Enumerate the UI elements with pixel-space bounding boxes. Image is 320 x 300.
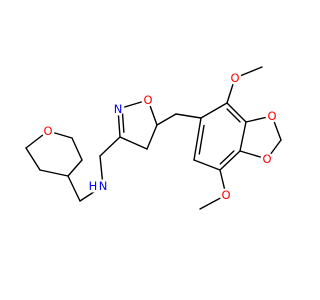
atom-bg-o_oxane	[41, 124, 55, 138]
bond-c_ar1-c_ar2	[226, 108, 241, 123]
bond-c_ar3-c_ar4	[219, 150, 235, 165]
atom-label-o_isox: O	[143, 93, 152, 107]
atom-bg-o_diox_bottom	[260, 152, 274, 166]
bond-c_ox_l2-c_ox_l1	[25, 147, 41, 171]
atom-label-o_diox_top: O	[267, 109, 276, 123]
bond-c_ar2-c_ar3	[239, 121, 247, 152]
bond-c_ox_l1-c4_oxane	[39, 169, 69, 177]
bond-c_ar4-c_ar5	[193, 159, 221, 171]
atom-label-h_amine: H	[89, 179, 98, 193]
atom-label-n_amine: N	[99, 179, 108, 193]
atom-bg-o_diox_top	[265, 109, 279, 123]
atom-bg-h_amine	[86, 179, 100, 193]
atom-label-o_ome_top: O	[230, 71, 239, 85]
atom-bg-n_amine	[96, 179, 110, 193]
bond-c3_isox-ch2_a	[99, 136, 121, 157]
atom-bg-o_ome_bottom	[219, 188, 233, 202]
bond-c_ox_r1-c_ox_r2	[71, 137, 83, 161]
bond-c3_isox-c4_isox	[119, 136, 148, 150]
bond-c_ar3-c_ar4	[219, 150, 241, 171]
atom-label-n_isox: N	[114, 102, 123, 116]
bond-layer	[25, 66, 282, 210]
molecule-structure-diagram: O O O O O N N O H	[25, 66, 282, 210]
atom-bg-n_isox	[111, 102, 125, 116]
atom-label-o_ome_bottom: O	[221, 188, 230, 202]
bond-c_ar6-ch2_bridge	[175, 113, 202, 119]
bond-ch2_b-c4_oxane	[67, 175, 81, 202]
bond-c_ar6-c_ar1	[200, 102, 228, 119]
atom-label-o_oxane: O	[43, 124, 52, 138]
atom-bg-o_ome_top	[228, 71, 242, 85]
atom-label-layer: O O O O O N N O H	[41, 71, 279, 202]
bond-ch2_bridge-c5_isox	[156, 113, 177, 126]
bond-c_ar5-c_ar6	[198, 124, 205, 155]
bond-c4_isox-c5_isox	[146, 124, 158, 150]
bond-c4_oxane-c_ox_r1	[67, 159, 83, 177]
bond-c_ar5-c_ar6	[193, 117, 202, 161]
atom-label-o_diox_bottom: O	[262, 152, 271, 166]
bond-c_ar1-c_ar2	[226, 102, 247, 123]
bond-n_isox-c3_isox	[121, 112, 125, 133]
atom-bg-o_isox	[141, 93, 155, 107]
